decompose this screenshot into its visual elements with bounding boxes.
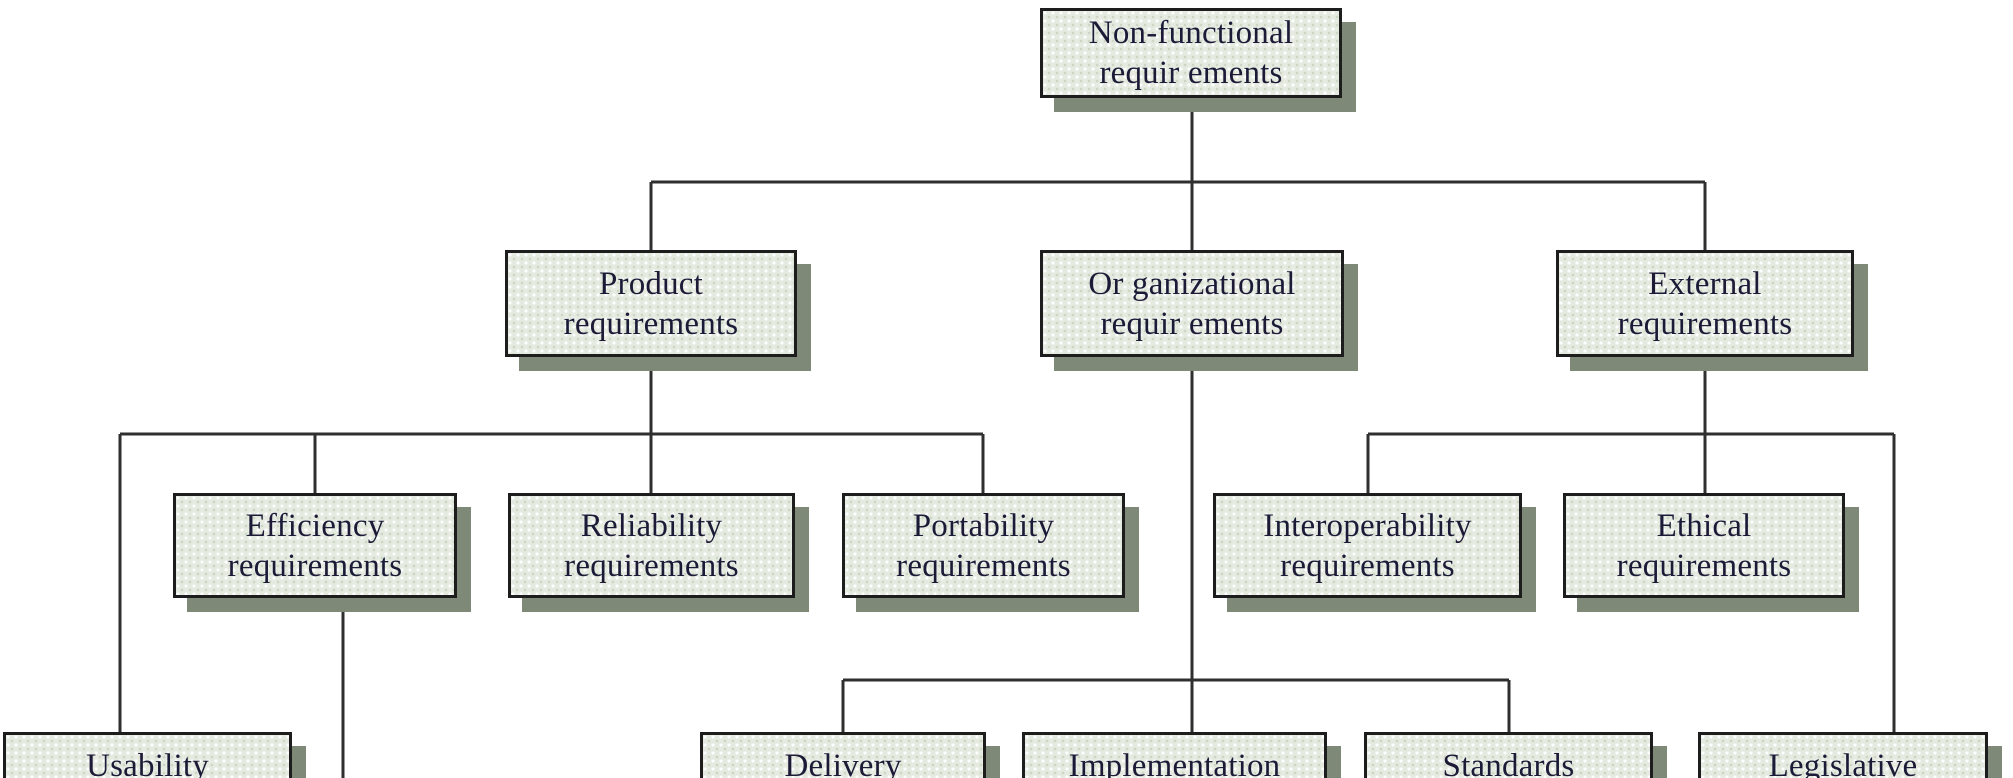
node-label: requir ements	[1100, 305, 1284, 342]
connector-external-bus	[1366, 357, 1896, 734]
node-label: Implementation	[1068, 748, 1281, 778]
connector-organizational-bus	[841, 357, 1511, 734]
node-portability-requirements: Portability requirements	[842, 493, 1125, 598]
connector-top-bus	[649, 97, 1707, 252]
node-label: requirements	[1616, 547, 1792, 584]
node-label: Delivery	[784, 748, 902, 778]
node-reliability-requirements: Reliability requirements	[508, 493, 795, 598]
node-label: requirements	[563, 305, 739, 342]
node-organizational-requirements: Or ganizational requir ements	[1040, 250, 1344, 357]
node-label: requirements	[1617, 305, 1793, 342]
node-product-requirements: Product requirements	[505, 250, 797, 357]
node-label: Non-functional	[1088, 15, 1294, 51]
node-label: External	[1648, 265, 1762, 302]
node-label: requir ements	[1099, 55, 1283, 91]
node-usability-requirements: Usability	[3, 732, 292, 778]
node-label: requirements	[896, 547, 1071, 584]
node-efficiency-requirements: Efficiency requirements	[173, 493, 457, 598]
node-delivery-requirements: Delivery	[700, 732, 986, 778]
node-label: Interoperability	[1263, 507, 1472, 544]
node-nonfunctional-requirements: Non-functional requir ements	[1040, 8, 1342, 98]
node-external-requirements: External requirements	[1556, 250, 1854, 357]
node-label: Ethical	[1656, 507, 1752, 544]
node-label: Product	[598, 265, 704, 302]
node-label: Usability	[86, 748, 209, 778]
node-label: Efficiency	[245, 507, 385, 544]
connector-product-bus	[118, 357, 985, 734]
node-label: Standards	[1442, 748, 1575, 778]
node-interoperability-requirements: Interoperability requirements	[1213, 493, 1522, 598]
node-label: Reliability	[580, 507, 723, 544]
node-label: requirements	[564, 547, 739, 584]
node-legislative-requirements: Legislative	[1698, 732, 1988, 778]
node-label: Or ganizational	[1088, 265, 1296, 302]
node-label: Portability	[912, 507, 1055, 544]
node-label: requirements	[227, 547, 403, 584]
node-label: requirements	[1280, 547, 1455, 584]
node-ethical-requirements: Ethical requirements	[1563, 493, 1845, 598]
node-label: Legislative	[1768, 748, 1918, 778]
node-implementation-requirements: Implementation	[1022, 732, 1327, 778]
node-standards-requirements: Standards	[1364, 732, 1653, 778]
